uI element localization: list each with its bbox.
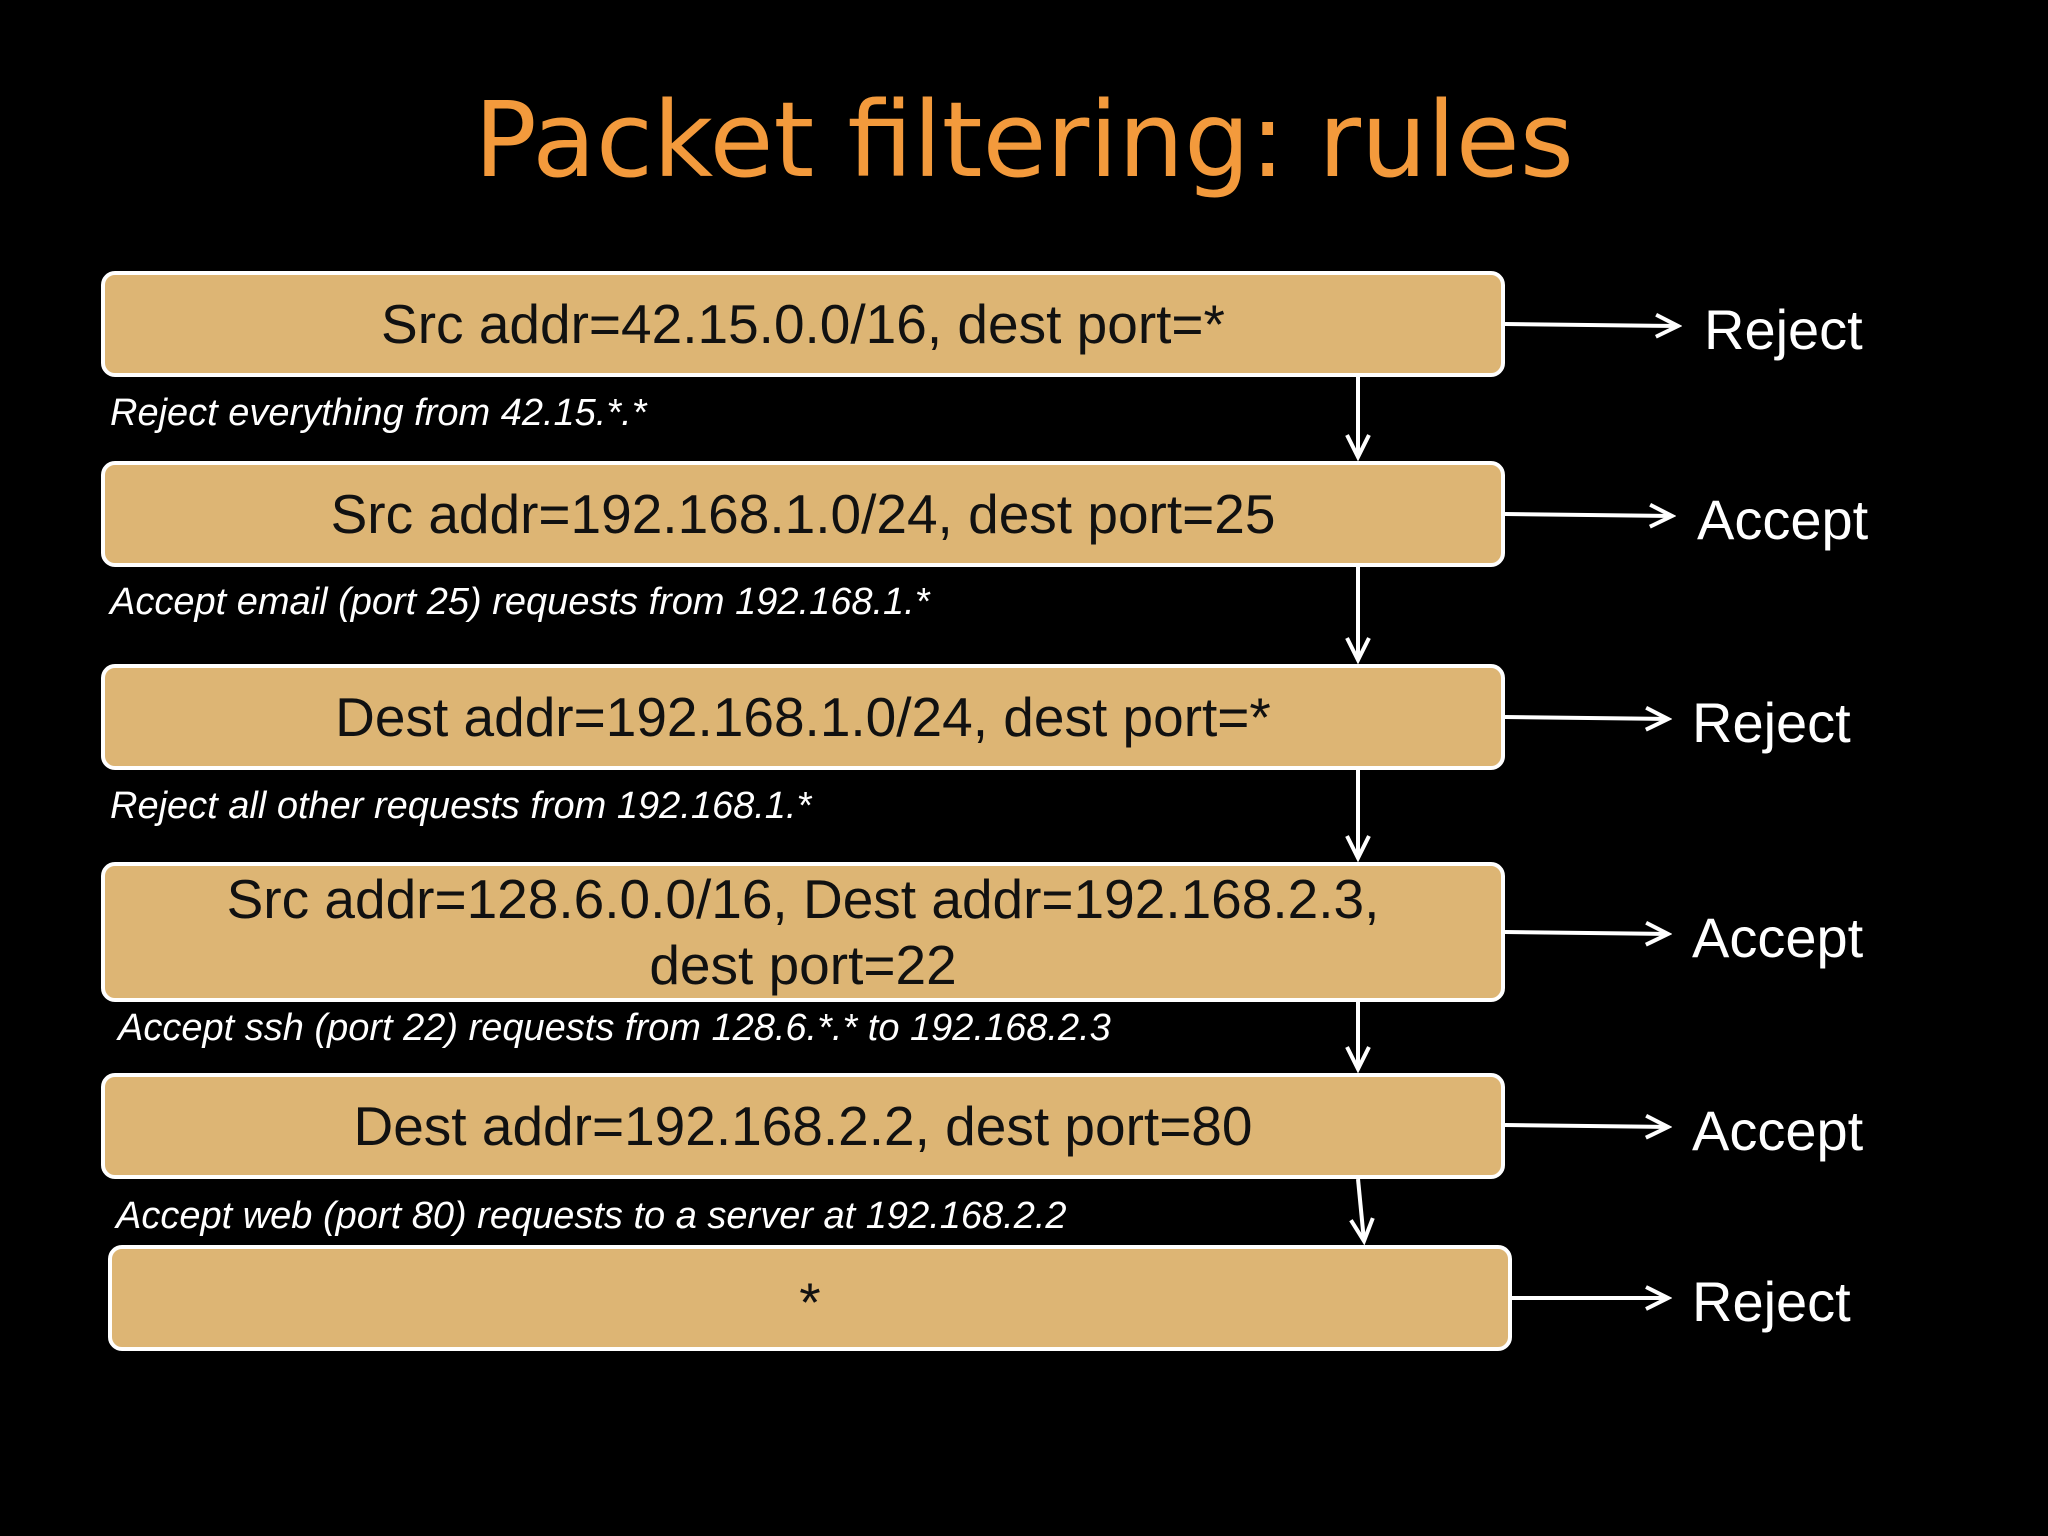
- rule-box-2: Src addr=192.168.1.0/24, dest port=25: [101, 461, 1505, 567]
- rule-box-4: Src addr=128.6.0.0/16, Dest addr=192.168…: [101, 862, 1505, 1002]
- arrow-to-action-2: [1504, 514, 1672, 516]
- rule-note-5: Accept web (port 80) requests to a serve…: [116, 1195, 1067, 1237]
- rule-action-5: Accept: [1692, 1099, 1864, 1162]
- rule-condition-4-line2: dest port=22: [649, 934, 957, 996]
- rule-condition-2: Src addr=192.168.1.0/24, dest port=25: [330, 483, 1276, 545]
- rule-note-2: Accept email (port 25) requests from 192…: [110, 581, 930, 623]
- rule-action-1: Reject: [1704, 298, 1863, 361]
- rule-action-2: Accept: [1697, 488, 1869, 551]
- arrow-down-5: [1358, 1178, 1364, 1241]
- rule-condition-5: Dest addr=192.168.2.2, dest port=80: [353, 1095, 1253, 1157]
- rule-box-1: Src addr=42.15.0.0/16, dest port=*: [101, 271, 1505, 377]
- slide-title: Packet filtering: rules: [474, 79, 1574, 201]
- rule-condition-4-line1: Src addr=128.6.0.0/16, Dest addr=192.168…: [226, 868, 1380, 930]
- rule-box-3: Dest addr=192.168.1.0/24, dest port=*: [101, 664, 1505, 770]
- rule-action-4: Accept: [1692, 906, 1864, 969]
- arrow-to-action-3: [1504, 717, 1668, 719]
- arrow-to-action-4: [1504, 932, 1668, 934]
- rule-condition-default: *: [799, 1271, 821, 1333]
- arrow-to-action-1: [1504, 324, 1678, 326]
- rule-note-3: Reject all other requests from 192.168.1…: [110, 785, 812, 827]
- arrow-to-action-5: [1504, 1125, 1668, 1127]
- rule-box-default: *: [108, 1245, 1512, 1351]
- rule-note-4: Accept ssh (port 22) requests from 128.6…: [118, 1007, 1111, 1049]
- rule-action-3: Reject: [1692, 691, 1851, 754]
- rule-box-5: Dest addr=192.168.2.2, dest port=80: [101, 1073, 1505, 1179]
- rule-action-default: Reject: [1692, 1270, 1851, 1333]
- rule-note-1: Reject everything from 42.15.*.*: [110, 392, 647, 434]
- rule-condition-1: Src addr=42.15.0.0/16, dest port=*: [381, 293, 1225, 355]
- rule-condition-3: Dest addr=192.168.1.0/24, dest port=*: [335, 686, 1271, 748]
